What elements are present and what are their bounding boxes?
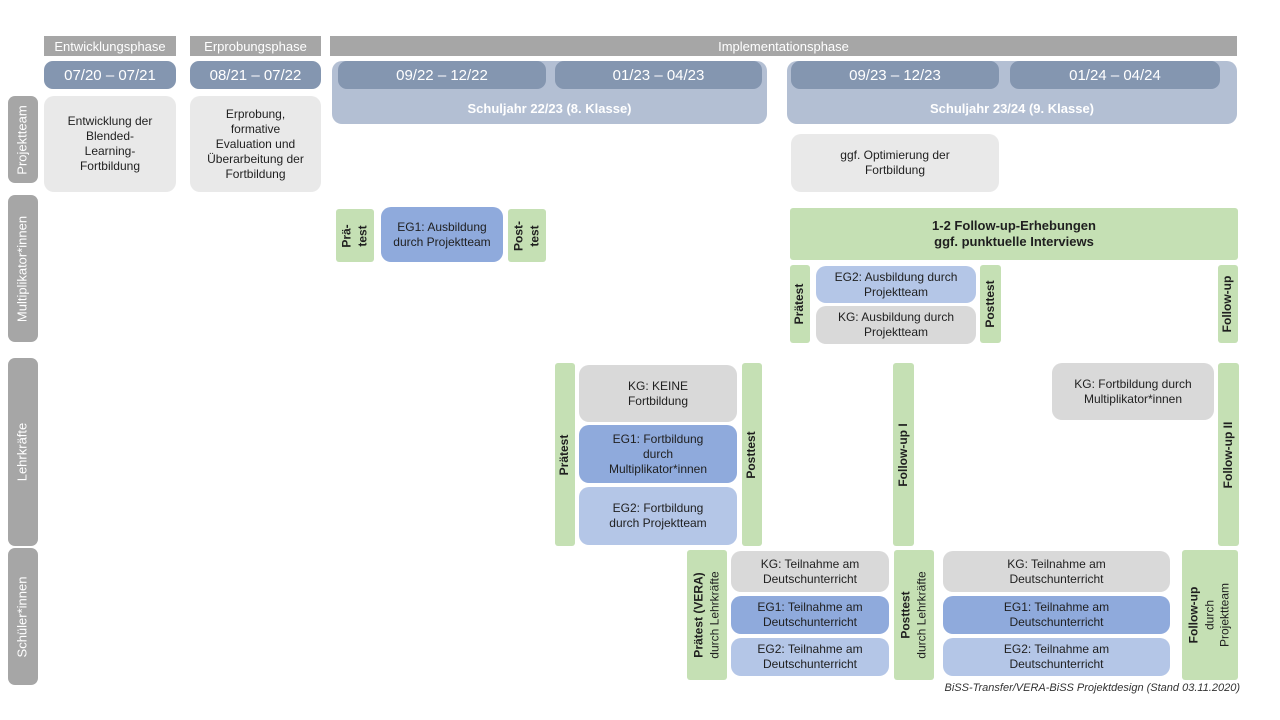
box-kg-ausbildung-projektteam: KG: Ausbildung durch Projektteam [816,306,976,344]
box-erprobung-evaluation: Erprobung, formative Evaluation und Über… [190,96,321,192]
lehrkraefte-followup2-bar: Follow-up II [1218,363,1239,546]
schueler-praetest-vera-bar: Prätest (VERA) durch Lehrkräfte [687,550,727,680]
box-eg2-ausbildung-projektteam: EG2: Ausbildung durch Projektteam [816,266,976,303]
phase-header-entwicklung: Entwicklungsphase [44,36,176,56]
date-pill-0922-1222: 09/22 – 12/22 [338,61,546,89]
row-label-schueler: Schüler*innen [8,548,38,685]
box-eg1-ausbildung-projektteam: EG1: Ausbildung durch Projektteam [381,207,503,262]
praetest-line2: test [355,224,369,247]
multiplikator-praetest-bar: Prä- test [336,209,374,262]
multiplikator-posttest-bar: Post- test [508,209,546,262]
row-label-lehrkraefte: Lehrkräfte [8,358,38,546]
multiplikator-followup-bar: Follow-up [1218,265,1238,343]
row-label-multiplikator: Multiplikator*innen [8,195,38,342]
posttest-sublabel: durch Lehrkräfte [914,571,928,659]
multiplikator-praetest2-bar: Prätest [790,265,810,343]
box-eg2-fortbildung-projektteam: EG2: Fortbildung durch Projektteam [579,487,737,545]
phase-header-implementation: Implementationsphase [330,36,1237,56]
praetest-vera-label: Prätest (VERA) [691,572,706,658]
box-entwicklung-fortbildung: Entwicklung der Blended-Learning-Fortbil… [44,96,176,192]
box-eg1-teilnahme-2: EG1: Teilnahme am Deutschunterricht [943,596,1170,634]
posttest-line1: Post- [511,220,526,251]
praetest-line1: Prä- [339,223,354,248]
lehrkraefte-followup1-bar: Follow-up I [893,363,914,546]
date-pill-0123-0423: 01/23 – 04/23 [555,61,762,89]
praetest-vera-sublabel: durch Lehrkräfte [707,571,721,659]
date-pill-0720-0721: 07/20 – 07/21 [44,61,176,89]
schueler-followup-bar: Follow-up durch Projektteam [1182,550,1238,680]
diagram-caption: BiSS-Transfer/VERA-BiSS Projektdesign (S… [944,682,1240,694]
row-label-projektteam: Projektteam [8,96,38,183]
followup-erhebungen-line1: 1-2 Follow-up-Erhebungen [932,217,1096,233]
posttest-line2: test [527,224,541,247]
lehrkraefte-praetest-bar: Prätest [555,363,575,546]
schueler-followup-label: Follow-up [1186,586,1201,644]
box-eg1-teilnahme-1: EG1: Teilnahme am Deutschunterricht [731,596,889,634]
schueler-posttest-bar: Posttest durch Lehrkräfte [894,550,934,680]
date-pill-0821-0722: 08/21 – 07/22 [190,61,321,89]
box-eg1-fortbildung-multiplikator: EG1: Fortbildung durch Multiplikator*inn… [579,425,737,483]
date-pill-0923-1223: 09/23 – 12/23 [791,61,999,89]
schuljahr-label-22-23: Schuljahr 22/23 (8. Klasse) [467,101,632,116]
box-kg-teilnahme-2: KG: Teilnahme am Deutschunterricht [943,551,1170,592]
box-kg-teilnahme-1: KG: Teilnahme am Deutschunterricht [731,551,889,592]
box-kg-fortbildung-multiplikator: KG: Fortbildung durch Multiplikator*inne… [1052,363,1214,420]
date-pill-0124-0424: 01/24 – 04/24 [1010,61,1220,89]
box-followup-erhebungen: 1-2 Follow-up-Erhebungen ggf. punktuelle… [790,208,1238,260]
schueler-followup-sub1: durch [1202,599,1217,631]
box-eg2-teilnahme-2: EG2: Teilnahme am Deutschunterricht [943,638,1170,676]
multiplikator-posttest2-bar: Posttest [980,265,1001,343]
box-optimierung-fortbildung: ggf. Optimierung der Fortbildung [791,134,999,192]
box-eg2-teilnahme-1: EG2: Teilnahme am Deutschunterricht [731,638,889,676]
box-kg-keine-fortbildung: KG: KEINE Fortbildung [579,365,737,422]
schueler-followup-sub2: Projektteam [1217,582,1232,648]
schuljahr-label-23-24: Schuljahr 23/24 (9. Klasse) [929,101,1095,116]
posttest-label: Posttest [898,591,913,639]
followup-erhebungen-line2: ggf. punktuelle Interviews [934,234,1094,249]
lehrkraefte-posttest-bar: Posttest [742,363,762,546]
phase-header-erprobung: Erprobungsphase [190,36,321,56]
